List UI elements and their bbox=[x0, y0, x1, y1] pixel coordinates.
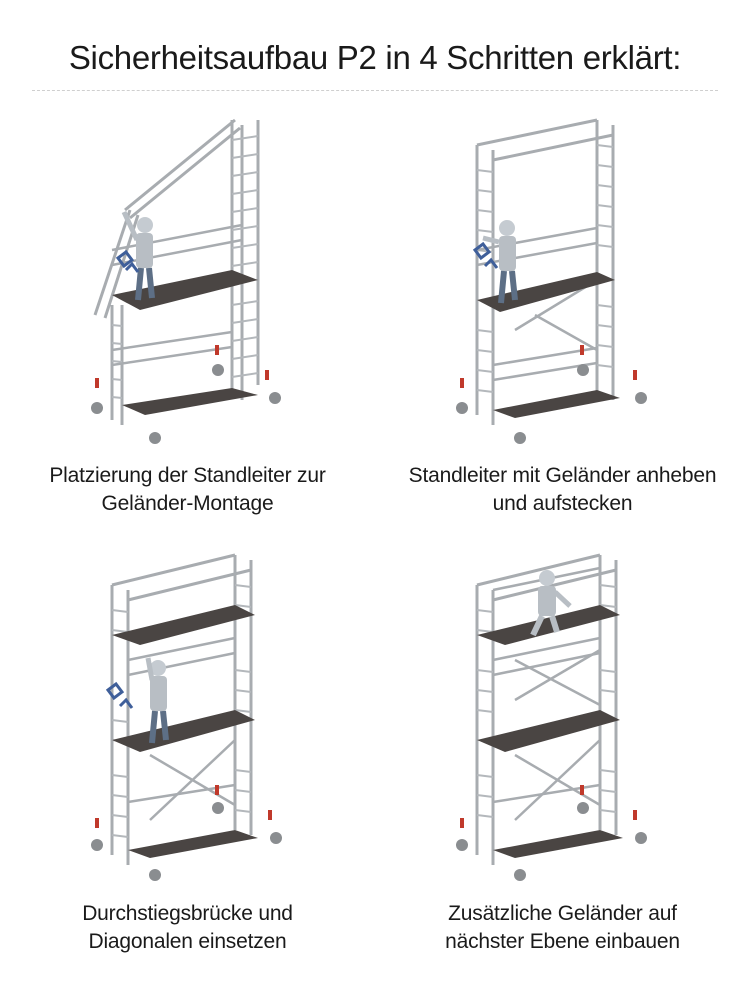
ladder-rungs bbox=[476, 144, 614, 393]
diagonal-braces bbox=[149, 739, 236, 821]
clamp-hooks bbox=[472, 241, 499, 269]
middle-platform bbox=[477, 710, 620, 752]
ladder-rungs bbox=[476, 584, 617, 818]
step-panel-2: Standleiter mit Geländer anheben und auf… bbox=[375, 100, 750, 530]
middle-platform bbox=[112, 710, 255, 752]
title-divider bbox=[32, 90, 718, 91]
castor-stoppers bbox=[456, 785, 647, 881]
diagonal-braces bbox=[514, 648, 601, 821]
castor-stoppers bbox=[91, 345, 281, 444]
castor-stoppers bbox=[91, 785, 282, 881]
clamp-hooks bbox=[105, 681, 134, 709]
top-platform bbox=[477, 605, 620, 645]
scaffold-frame bbox=[110, 553, 253, 865]
step-panel-3: Durchstiegsbrücke und Diagonalen einsetz… bbox=[0, 540, 375, 960]
step-caption-3: Durchstiegsbrücke und Diagonalen einsetz… bbox=[0, 900, 375, 956]
step-panel-4: Zusätzliche Geländer auf nächster Ebene … bbox=[375, 540, 750, 960]
step-caption-2: Standleiter mit Geländer anheben und auf… bbox=[375, 462, 750, 518]
castor-stoppers bbox=[456, 345, 647, 444]
top-platform bbox=[112, 605, 255, 645]
step-caption-line: Zusätzliche Geländer auf bbox=[448, 902, 677, 925]
lower-platform bbox=[493, 390, 620, 418]
lower-platform bbox=[128, 830, 258, 858]
step-caption-line: Platzierung der Standleiter zur bbox=[49, 464, 326, 487]
worker bbox=[121, 210, 155, 301]
step-caption-line: nächster Ebene einbauen bbox=[445, 930, 680, 953]
lower-platform bbox=[122, 388, 258, 415]
upper-platform bbox=[477, 272, 615, 312]
step-caption-line: Geländer-Montage bbox=[101, 492, 274, 515]
lower-platform bbox=[493, 830, 623, 858]
step-panel-1: Platzierung der Standleiter zur Geländer… bbox=[0, 100, 375, 530]
page-title: Sicherheitsaufbau P2 in 4 Schritten erkl… bbox=[68, 39, 682, 76]
worker bbox=[482, 220, 518, 304]
step-caption-line: Durchstiegsbrücke und bbox=[82, 902, 293, 925]
worker bbox=[530, 570, 572, 637]
worker bbox=[145, 657, 169, 744]
step-caption-line: Diagonalen einsetzen bbox=[88, 930, 287, 953]
scaffold-illustration-step-1 bbox=[91, 118, 281, 444]
scaffold-illustration-step-2 bbox=[456, 118, 647, 444]
scaffold-illustration-step-3 bbox=[91, 553, 282, 881]
scaffold-illustration-step-4 bbox=[456, 553, 647, 881]
step-caption-line: Standleiter mit Geländer anheben bbox=[408, 464, 717, 487]
upper-platform bbox=[112, 270, 258, 310]
step-caption-4: Zusätzliche Geländer auf nächster Ebene … bbox=[375, 900, 750, 956]
clamp-hooks bbox=[115, 249, 140, 273]
step-caption-line: und aufstecken bbox=[492, 492, 633, 515]
step-caption-1: Platzierung der Standleiter zur Geländer… bbox=[0, 462, 375, 518]
guardrails bbox=[111, 223, 243, 367]
ladder-rungs bbox=[111, 135, 259, 399]
